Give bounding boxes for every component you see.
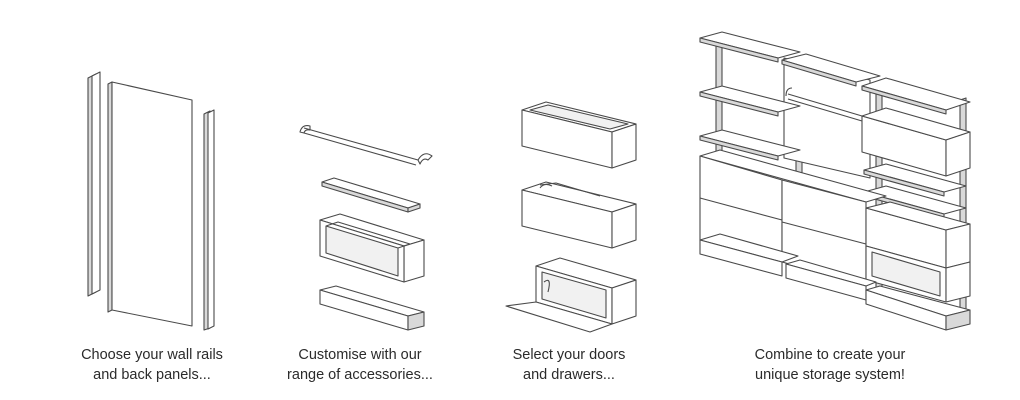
step-4-caption-line-2: unique storage system! bbox=[755, 367, 905, 383]
doors-and-drawers-illustration bbox=[505, 101, 637, 333]
step-3-caption: Select your doors and drawers... bbox=[474, 345, 664, 385]
flap-door-closed-unit bbox=[521, 181, 637, 249]
hanging-rail bbox=[299, 125, 433, 166]
step-2-caption-line-1: Customise with our bbox=[298, 347, 422, 363]
step-3-caption-line-2: and drawers... bbox=[523, 367, 615, 383]
system-middle-top bbox=[781, 53, 881, 122]
low-shelf-block bbox=[319, 285, 425, 331]
system-plinths bbox=[699, 233, 971, 331]
drawer-unit bbox=[521, 101, 637, 169]
step-4-caption-line-1: Combine to create your bbox=[754, 347, 906, 363]
system-right-column bbox=[861, 77, 971, 219]
left-wall-rail bbox=[87, 71, 101, 297]
step-3-caption-line-1: Select your doors bbox=[512, 347, 626, 363]
step-4-caption: Combine to create your unique storage sy… bbox=[725, 345, 935, 385]
open-box-unit bbox=[319, 213, 425, 283]
step-2-caption-line-2: range of accessories... bbox=[287, 367, 433, 383]
system-lower-cabinets bbox=[699, 149, 971, 303]
combined-storage-system-illustration bbox=[699, 31, 971, 331]
system-left-shelves bbox=[699, 31, 801, 161]
wall-rails-and-back-panel-illustration bbox=[87, 71, 215, 331]
step-1-caption: Choose your wall rails and back panels..… bbox=[57, 345, 247, 385]
accessories-illustration bbox=[299, 125, 433, 331]
right-wall-rail bbox=[203, 109, 215, 331]
back-panel bbox=[107, 81, 193, 327]
shelf bbox=[321, 177, 421, 213]
flap-door-open-unit bbox=[505, 257, 637, 333]
step-1-caption-line-2: and back panels... bbox=[93, 367, 211, 383]
step-1-caption-line-1: Choose your wall rails bbox=[81, 347, 223, 363]
step-2-caption: Customise with our range of accessories.… bbox=[265, 345, 455, 385]
